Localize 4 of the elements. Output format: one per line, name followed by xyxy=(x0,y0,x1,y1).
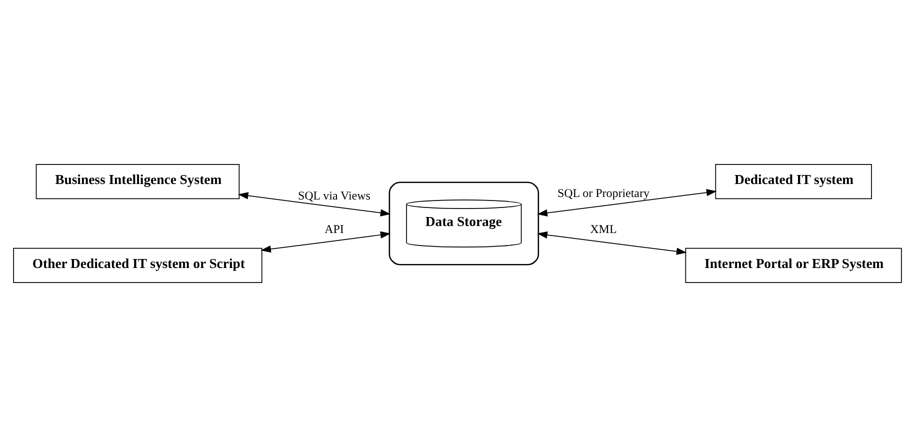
edge-label: XML xyxy=(590,222,617,236)
edge-label: API xyxy=(324,222,344,236)
edge-label: SQL or Proprietary xyxy=(557,186,650,200)
edge-label: SQL via Views xyxy=(298,188,370,202)
